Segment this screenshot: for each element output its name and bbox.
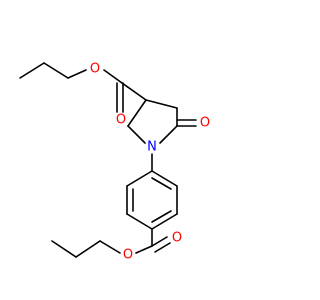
atom-o-ester-top-ether: O	[90, 62, 100, 77]
bond-ethyl-bottom-ch3	[51, 240, 77, 258]
bond-o-carbonyl-top	[103, 69, 123, 84]
bond-ph-6	[126, 170, 153, 187]
atom-o-lactam: O	[200, 116, 210, 131]
bond-ph-inner-2	[151, 210, 172, 223]
bond-c3-c4	[145, 99, 178, 109]
atom-o-ester-bottom-ether: O	[123, 248, 133, 263]
bond-c2-c3	[127, 99, 147, 127]
bond-carbonyl-o-bottom-1	[151, 236, 168, 247]
bond-o-ch2-bottom	[99, 240, 121, 254]
bond-carbonyl-c3	[121, 82, 147, 101]
bond-carbonyl-o-ether-bottom	[135, 245, 153, 254]
atom-o-ester-bottom-carbonyl: O	[172, 231, 182, 246]
atom-n-ring: N	[147, 140, 157, 155]
bond-ethyl-top-ch2	[43, 62, 69, 79]
bond-n-c2	[127, 125, 146, 144]
bond-ph-4	[126, 213, 153, 230]
bond-ph-1	[151, 170, 178, 187]
bond-ethyl-bottom-ch2	[75, 240, 101, 258]
bond-ch2-o-top	[67, 69, 87, 79]
bond-ph-inner-1	[151, 177, 172, 190]
molecule-canvas: O O O N O O	[19, 62, 210, 263]
bond-c5-n	[159, 125, 178, 144]
bond-carbonyl-o-bottom-2	[154, 242, 171, 253]
bond-ph-3	[151, 213, 178, 230]
molecule-structure: O O O N O O	[19, 62, 210, 263]
atom-o-ester-top-carbonyl: O	[116, 113, 126, 128]
bond-ethyl-top-ch3	[19, 62, 45, 79]
